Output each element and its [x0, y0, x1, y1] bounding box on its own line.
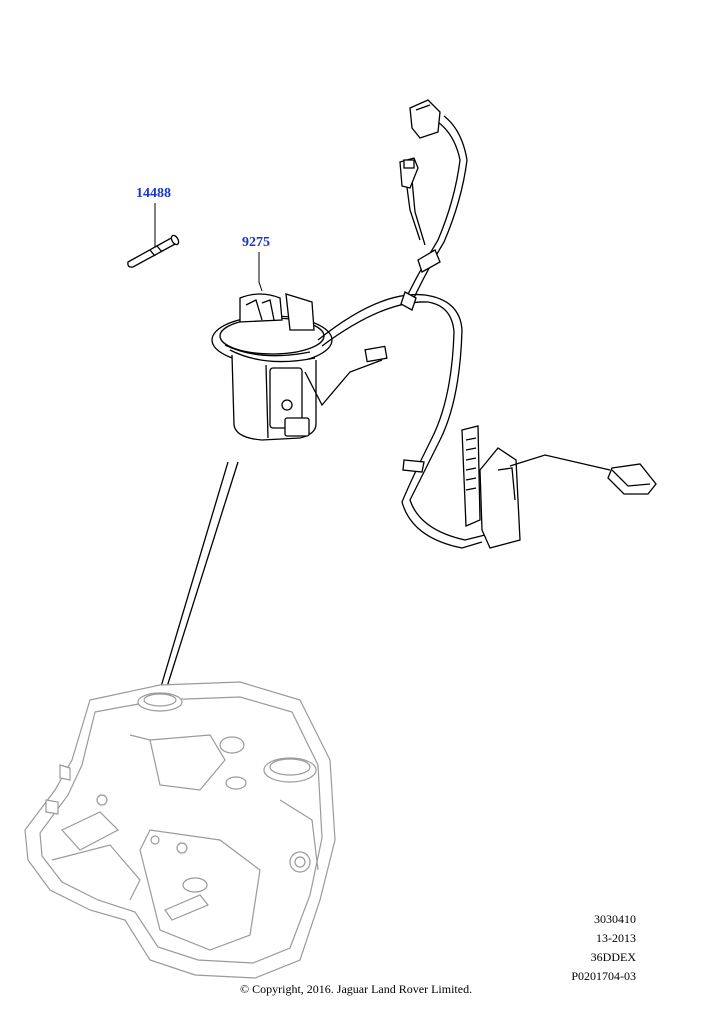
callout-14488[interactable]: 14488 [136, 186, 171, 201]
reference-block: 3030410 13-2013 36DDEX P0201704-03 [571, 910, 636, 986]
fuel-level-sender [461, 425, 657, 549]
fuel-tank [24, 681, 336, 979]
callout-9275[interactable]: 9275 [242, 235, 270, 250]
reference-line-1: 3030410 [594, 912, 636, 926]
fuel-pump-module-9275[interactable] [211, 293, 388, 441]
location-indicator-lines [159, 461, 239, 691]
pin-part-14488[interactable] [127, 234, 180, 268]
leader-line-9275 [258, 252, 263, 292]
reference-line-3: 36DDEX [590, 950, 636, 964]
reference-line-2: 13-2013 [596, 931, 636, 945]
reference-line-4: P0201704-03 [571, 969, 636, 983]
copyright-notice: © Copyright, 2016. Jaguar Land Rover Lim… [240, 982, 473, 996]
harness-connectors [399, 99, 441, 189]
